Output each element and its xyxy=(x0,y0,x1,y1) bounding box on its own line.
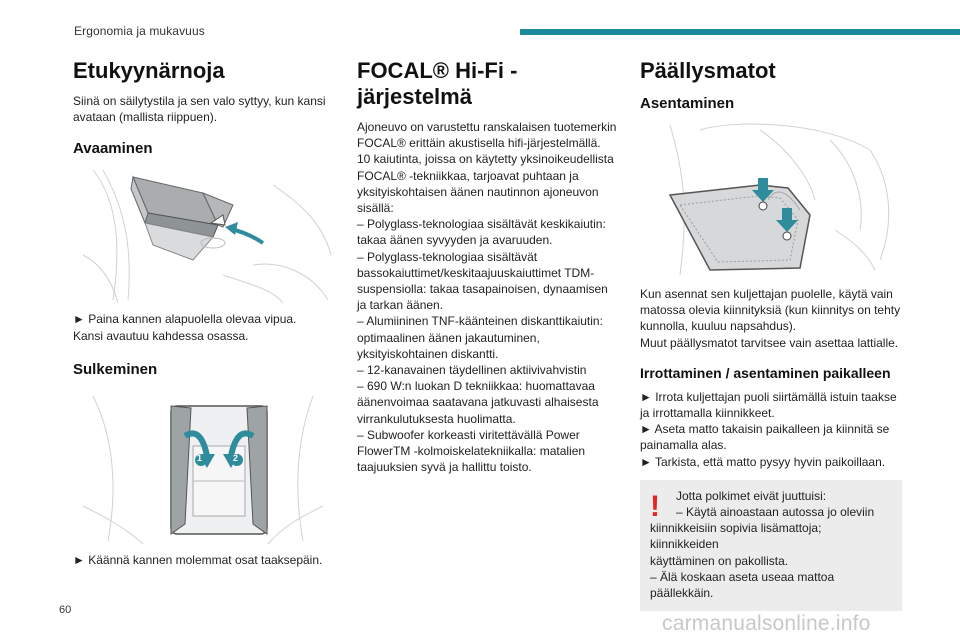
column-focal: FOCAL® Hi-Fi -järjestelmä Ajoneuvo on va… xyxy=(357,58,625,475)
mats-title: Päällysmatot xyxy=(640,58,776,83)
install-text: Kun asennat sen kuljettajan puolelle, kä… xyxy=(640,287,901,350)
close-instruction: ► Käännä kannen molemmat osat taaksepäin… xyxy=(73,552,323,567)
header-accent-bar xyxy=(520,29,960,35)
fig-label-1: 1 xyxy=(197,452,203,463)
focal-title: FOCAL® Hi-Fi -järjestelmä xyxy=(357,58,518,109)
section-title: Ergonomia ja mukavuus xyxy=(74,24,205,38)
warning-text: Jotta polkimet eivät juuttuisi: – Käytä … xyxy=(650,488,875,601)
open-instructions: ► Paina kannen alapuolella olevaa vipua.… xyxy=(73,312,297,343)
remove-heading: Irrottaminen / asentaminen paikalleen xyxy=(640,364,891,381)
floor-mat-illustration xyxy=(640,120,902,280)
page-number: 60 xyxy=(59,604,72,616)
armrest-close-illustration: 1 2 xyxy=(73,385,335,546)
column-armrest: Etukyynärnoja Siinä on säilytystila ja s… xyxy=(73,58,335,568)
remove-steps: ► Irrota kuljettajan puoli siirtämällä i… xyxy=(640,389,897,469)
open-heading: Avaaminen xyxy=(73,140,153,158)
fig-label-2: 2 xyxy=(233,452,239,463)
armrest-title: Etukyynärnoja xyxy=(73,58,225,83)
column-mats: Päällysmatot Asentaminen Kun asennat s xyxy=(640,58,902,612)
warning-box: ! Jotta polkimet eivät juuttuisi: – Käyt… xyxy=(640,479,902,612)
watermark: carmanualsonline.info xyxy=(662,612,871,635)
focal-body: Ajoneuvo on varustettu ranskalaisen tuot… xyxy=(357,120,617,475)
warning-icon: ! xyxy=(650,489,660,523)
armrest-intro: Siinä on säilytystila ja sen valo syttyy… xyxy=(73,94,326,125)
install-heading: Asentaminen xyxy=(640,95,735,112)
close-heading: Sulkeminen xyxy=(73,360,158,378)
armrest-open-illustration xyxy=(73,165,335,306)
